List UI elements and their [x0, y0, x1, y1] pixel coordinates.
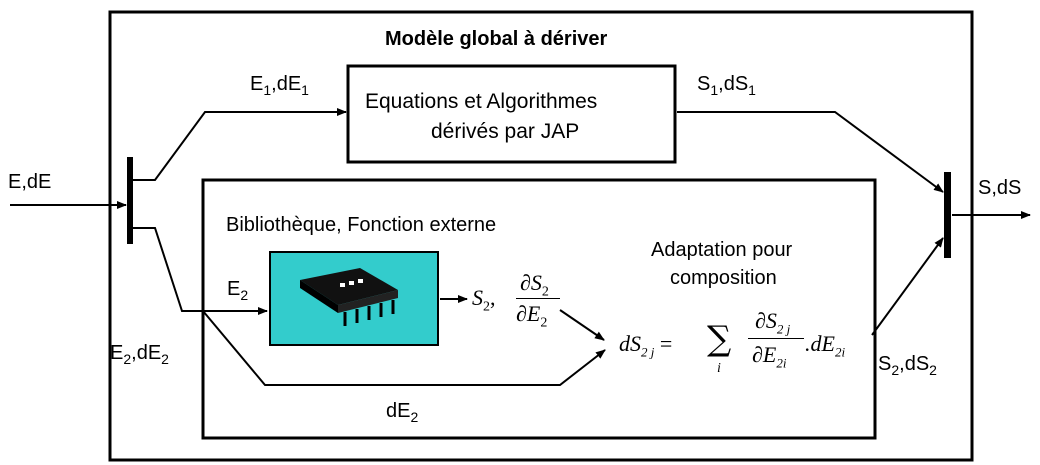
e2-label: E2 [227, 279, 248, 302]
adapt-line1: Adaptation pour [651, 239, 793, 261]
inner-box [201, 178, 877, 440]
sum-lhs-main: dS [619, 331, 641, 356]
partial-num-main: ∂S [520, 270, 542, 295]
sum-tail: .dE2i [805, 331, 846, 360]
branch1-in-mid: ,dE [271, 73, 302, 95]
branch1-out-sub: 1 [710, 82, 719, 98]
de2-main: dE [386, 400, 411, 422]
sum-den: ∂E2i [752, 342, 787, 371]
branch1-out-mid: ,dS [718, 73, 749, 95]
s2ds2-label: S2,dS2 [878, 354, 937, 377]
de2-sub: 2 [410, 409, 419, 425]
branch1-in-sub2: 1 [301, 82, 309, 98]
s2-comma: , [490, 285, 496, 310]
branch1-out-main: S [697, 73, 711, 95]
partial-num-sub: 2 [541, 284, 549, 300]
branch1-out-label: S1,dS1 [697, 74, 756, 97]
sum-fraction-bar [748, 338, 804, 339]
s2ds2-main: S [878, 353, 892, 375]
sum-num: ∂S2 j [755, 308, 791, 337]
box1-line2: dérivés par JAP [431, 120, 580, 143]
box1-line1: Equations et Algorithmes [365, 90, 598, 113]
join-bar [944, 172, 951, 258]
chip-icon [300, 268, 398, 326]
outer-frame [108, 10, 974, 462]
e2de2-main: E [110, 342, 124, 364]
e2-main: E [227, 278, 241, 300]
sum-tail-sub: 2i [834, 344, 846, 360]
branch1-in-label: E1,dE1 [250, 74, 309, 97]
partial-num: ∂S2 [520, 272, 549, 299]
sum-den-sub: 2i [776, 355, 787, 371]
output-label: S,dS [978, 177, 1022, 199]
e2-sub: 2 [240, 287, 249, 303]
sum-num-main: ∂S [755, 308, 777, 333]
partial-arrow [559, 309, 605, 341]
sum-symbol: ∑ [707, 319, 732, 359]
sum-lhs-sub: 2 j [641, 344, 655, 360]
split-bar [127, 157, 133, 244]
s2-main: S [472, 285, 483, 310]
e2de2-sub2: 2 [161, 351, 169, 367]
s2ds2-sub: 2 [891, 362, 900, 378]
partial-den-sub: 2 [540, 315, 548, 331]
de2-label: dE2 [386, 401, 418, 424]
sum-equals: = [654, 331, 673, 356]
partial-den: ∂E2 [516, 303, 547, 330]
sum-tail-main: .dE [805, 331, 835, 356]
library-label: Bibliothèque, Fonction externe [226, 214, 497, 236]
branch1-out-sub2: 1 [748, 82, 756, 98]
s2-sub: 2 [483, 299, 490, 315]
de2-arrow [202, 310, 606, 386]
e2de2-sub: 2 [123, 351, 132, 367]
branch1-out-arrow [677, 111, 944, 193]
branch1-in-main: E [250, 73, 264, 95]
sum-den-main: ∂E [752, 342, 777, 367]
algorithms-box [346, 64, 677, 164]
branch1-in-sub: 1 [263, 82, 272, 98]
sum-lhs: dS2 j = [619, 331, 673, 360]
diagram-title: Modèle global à dériver [385, 28, 608, 50]
sum-index: i [717, 361, 721, 376]
s2ds2-mid: ,dS [899, 353, 930, 375]
adapt-line2: composition [670, 267, 777, 289]
branch2-line [133, 227, 203, 312]
sum-num-sub: 2 j [776, 321, 791, 337]
s2ds2-sub2: 2 [929, 362, 937, 378]
e2de2-label: E2,dE2 [110, 343, 169, 366]
s2-symbol: S2, [472, 287, 496, 314]
branch2-out-arrow [871, 237, 944, 336]
input-label: E,dE [8, 171, 52, 193]
partial-den-main: ∂E [516, 301, 541, 326]
partial-fraction-bar [516, 298, 560, 299]
e2de2-mid: ,dE [131, 342, 162, 364]
branch1-in-arrow [133, 108, 347, 181]
